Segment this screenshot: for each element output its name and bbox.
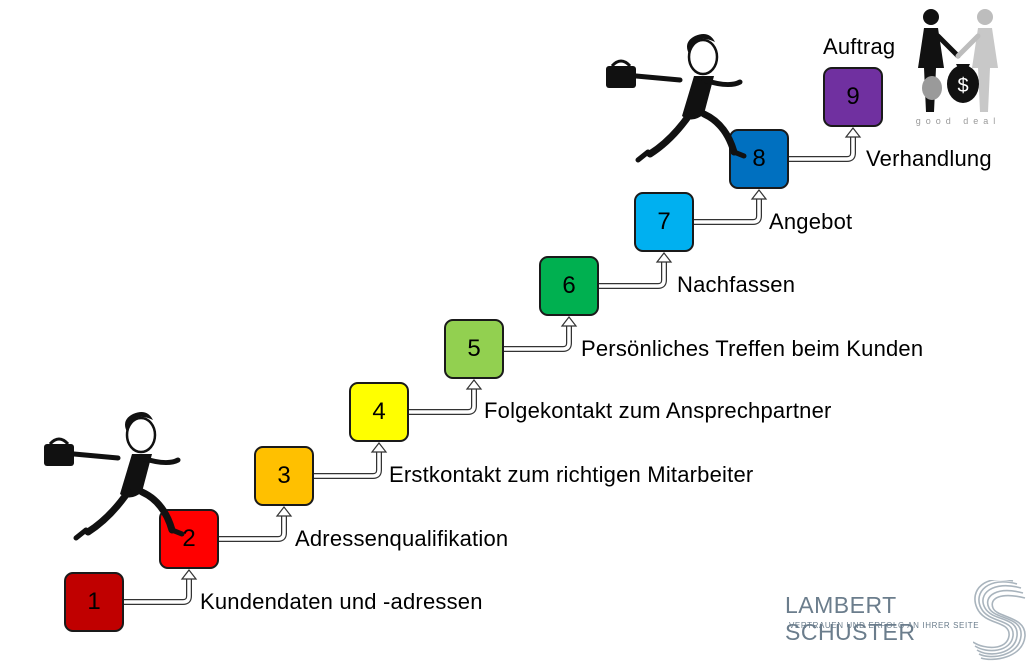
logo-tagline: VERTRAUEN UND ERFOLG AN IHRER SEITE: [789, 621, 980, 630]
step-connector-arrow: [789, 127, 862, 162]
step-1-label: Kundendaten und -adressen: [200, 589, 483, 614]
step-connector-arrow: [409, 379, 483, 415]
lambert-schuster-logo: LAMBERT SCHUSTER VERTRAUEN UND ERFOLG AN…: [785, 580, 1026, 661]
businesswoman-walking-icon: [44, 412, 185, 541]
step-6-box: 6: [539, 256, 599, 316]
step-9-box: 9: [823, 67, 883, 127]
step-4-label: Folgekontakt zum Ansprechpartner: [484, 398, 832, 423]
step-3-box: 3: [254, 446, 314, 506]
step-connector-arrow: [504, 316, 578, 352]
step-4-box: 4: [349, 382, 409, 442]
step-connector-arrow: [219, 506, 293, 542]
step-5-box: 5: [444, 319, 504, 379]
good-deal-handshake-icon: $ good deal: [898, 4, 1026, 128]
step-connector-arrow: [694, 189, 768, 225]
step-1-box: 1: [64, 572, 124, 632]
businesswoman-walking-icon: [606, 34, 747, 163]
step-connector-arrow: [124, 569, 198, 605]
step-7-label: Angebot: [769, 209, 853, 234]
step-8-box: 8: [729, 129, 789, 189]
step-6-label: Nachfassen: [677, 272, 796, 297]
step-connector-arrow: [314, 442, 388, 479]
deal-dollar-symbol: $: [957, 75, 968, 97]
step-7-box: 7: [634, 192, 694, 252]
step-5-label: Persönliches Treffen beim Kunden: [581, 336, 924, 361]
step-9-label: Auftrag: [823, 34, 896, 59]
deal-caption: good deal: [915, 116, 1001, 126]
logo-brand: LAMBERT SCHUSTER: [785, 592, 916, 645]
step-8-label: Verhandlung: [866, 146, 992, 171]
lambert-schuster-logo-icon: [973, 580, 1026, 661]
step-connector-arrow: [599, 252, 673, 289]
step-3-label: Erstkontakt zum richtigen Mitarbeiter: [389, 462, 754, 487]
step-2-label: Adressenqualifikation: [295, 526, 509, 551]
